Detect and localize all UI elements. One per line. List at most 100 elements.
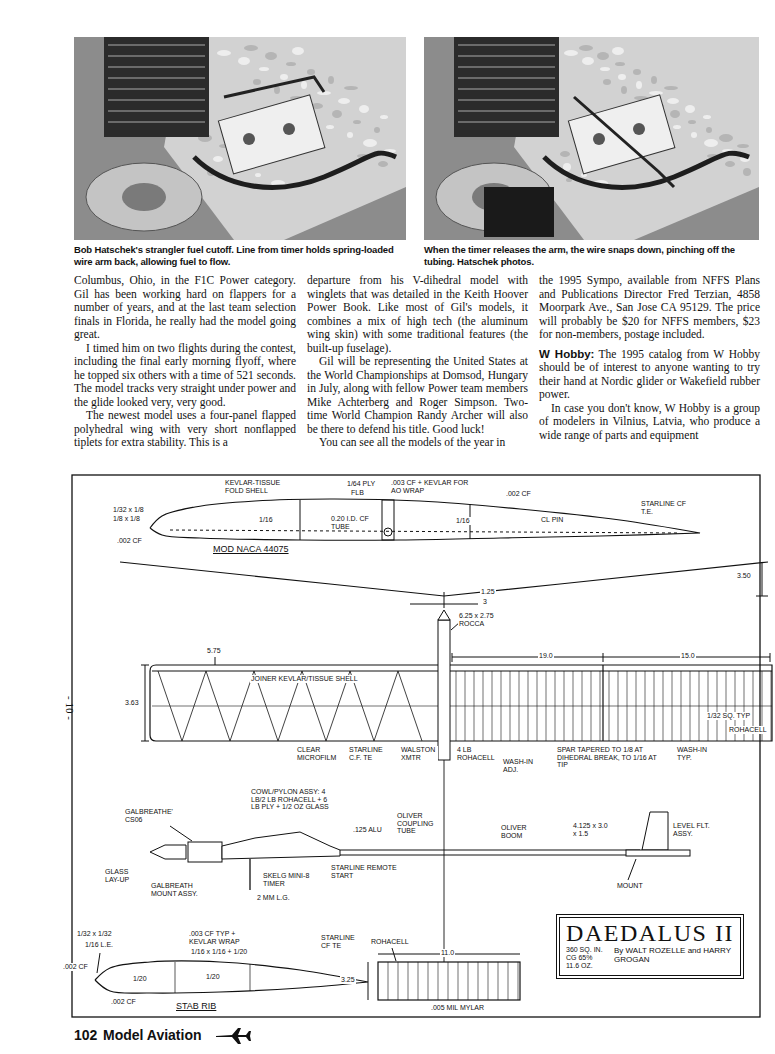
cooling-fin bbox=[108, 44, 205, 46]
dimension-line bbox=[770, 653, 771, 662]
rib bbox=[726, 671, 727, 741]
dihedral-break bbox=[602, 665, 603, 741]
page-number: 102 bbox=[74, 1028, 97, 1043]
text-column: departure from his V-dihedral model with… bbox=[307, 274, 528, 450]
leader-line bbox=[170, 826, 192, 841]
body-text: I timed him on two flights during the co… bbox=[74, 342, 296, 408]
fuel-tube bbox=[194, 153, 396, 187]
rib bbox=[478, 962, 479, 1000]
pod-mottle bbox=[600, 67, 610, 71]
plan-label: STARLINE C.F. TE bbox=[348, 746, 392, 761]
rib bbox=[448, 962, 449, 1000]
cooling-fin bbox=[458, 110, 555, 112]
pod-mottle bbox=[255, 173, 261, 177]
boom-planform bbox=[444, 760, 445, 962]
pod-mottle bbox=[326, 125, 334, 129]
dimension: 3.50 bbox=[736, 572, 752, 580]
paragraph: departure from his V-dihedral model with… bbox=[307, 274, 528, 355]
pod-mottle bbox=[615, 62, 625, 66]
plan-label: OLIVER COUPLING TUBE bbox=[396, 812, 442, 835]
plan-label: .005 MIL MYLAR bbox=[430, 1004, 485, 1012]
plan-label: WASH-IN TYP. bbox=[676, 746, 714, 761]
text-column: the 1995 Sympo, available from NFFS Plan… bbox=[539, 274, 760, 442]
plan-label: WALSTON XMTR bbox=[400, 746, 438, 761]
plan-label: 6.25 x 2.75 ROCCA bbox=[458, 612, 508, 627]
dimension: 19.0 bbox=[538, 652, 554, 660]
rib bbox=[591, 671, 592, 741]
wing-planform bbox=[150, 665, 772, 741]
plan-label: COWL/PYLON ASSY: 4 LB/2 LB ROHACELL + 6 … bbox=[250, 788, 336, 811]
rib bbox=[537, 671, 538, 741]
plan-label: .125 ALU bbox=[352, 826, 383, 834]
rib bbox=[546, 671, 547, 741]
plan-label: 1/16 x 1/16 + 1/20 bbox=[190, 948, 248, 956]
pod-mottle bbox=[217, 50, 231, 56]
pod-mottle bbox=[719, 134, 733, 142]
paragraph: W Hobby:The 1995 catalog from W Hobby sh… bbox=[539, 348, 760, 402]
engine-head bbox=[104, 37, 209, 137]
rib bbox=[501, 671, 502, 741]
body-text: the 1995 Sympo, available from NFFS Plan… bbox=[539, 274, 760, 340]
rib bbox=[398, 962, 399, 1000]
pod-mottle bbox=[280, 74, 288, 80]
pod-mottle bbox=[328, 76, 334, 84]
wing-section bbox=[150, 499, 700, 540]
fin bbox=[642, 812, 668, 850]
plan-label: CLEAR MICROFILM bbox=[296, 746, 346, 761]
cooling-fin bbox=[458, 77, 555, 79]
plan-credit: By WALT ROZELLE and HARRY GROGAN bbox=[614, 946, 732, 964]
cooling-fin bbox=[458, 99, 555, 101]
rib-line bbox=[300, 500, 301, 540]
rib bbox=[681, 671, 682, 741]
dimension: 3.63 bbox=[124, 699, 140, 707]
plan-credit: 360 SQ. IN. CG 65% 11.6 OZ. bbox=[566, 946, 606, 970]
pod-mottle bbox=[579, 45, 593, 51]
dimension: 1.25 bbox=[480, 588, 496, 596]
pod-mottle bbox=[344, 86, 358, 90]
plan-label: SKELG MINI-8 TIMER bbox=[262, 872, 326, 887]
pod-mottle bbox=[685, 105, 695, 113]
cowl-pylon bbox=[222, 832, 340, 859]
pod-planform bbox=[438, 620, 450, 760]
rib bbox=[519, 671, 520, 741]
wire-arm bbox=[574, 97, 674, 187]
boom bbox=[340, 850, 640, 851]
section-name: MOD NACA 44075 bbox=[212, 545, 290, 555]
rib bbox=[573, 671, 574, 741]
rib bbox=[492, 671, 493, 741]
rib bbox=[428, 962, 429, 1000]
body-text: W Hobby: bbox=[539, 348, 594, 360]
rib bbox=[498, 962, 499, 1000]
dimension-line bbox=[145, 665, 146, 741]
rib bbox=[468, 962, 469, 1000]
plan-label: STARLINE CF T.E. bbox=[640, 500, 688, 515]
leader-line bbox=[97, 953, 100, 973]
rib bbox=[518, 962, 519, 1000]
pod-mottle bbox=[691, 132, 697, 138]
pod-mottle bbox=[244, 45, 258, 51]
dimension: 11.0 bbox=[440, 949, 455, 957]
plan-label: .003 CF + KEVLAR FOR AO WRAP bbox=[390, 479, 472, 494]
engine bbox=[188, 842, 222, 862]
cooling-fin bbox=[458, 44, 555, 46]
spar bbox=[382, 500, 394, 540]
plan-label: 1/8 x 1/8 bbox=[112, 515, 141, 523]
plan-label: WASH-IN ADJ. bbox=[502, 758, 540, 773]
rib bbox=[672, 671, 673, 741]
cooling-fin bbox=[108, 55, 205, 57]
pod-mottle bbox=[265, 52, 277, 60]
rib bbox=[555, 671, 556, 741]
spar-line bbox=[152, 706, 772, 707]
pod-mottle bbox=[612, 47, 624, 55]
rib bbox=[408, 962, 409, 1000]
magazine-name: Model Aviation bbox=[103, 1028, 202, 1043]
airplane-icon bbox=[216, 1028, 251, 1044]
nose-cone bbox=[438, 610, 450, 620]
body-text: Gil will be representing the United Stat… bbox=[307, 355, 528, 435]
body-text: departure from his V-dihedral model with… bbox=[307, 274, 528, 354]
dimension-line bbox=[215, 657, 216, 665]
pod-mottle bbox=[564, 50, 578, 56]
rib bbox=[564, 671, 565, 741]
photo-caption: When the timer releases the arm, the wir… bbox=[424, 244, 760, 268]
title-box: DAEDALUS II360 SQ. IN. CG 65% 11.6 OZ.By… bbox=[556, 914, 744, 979]
